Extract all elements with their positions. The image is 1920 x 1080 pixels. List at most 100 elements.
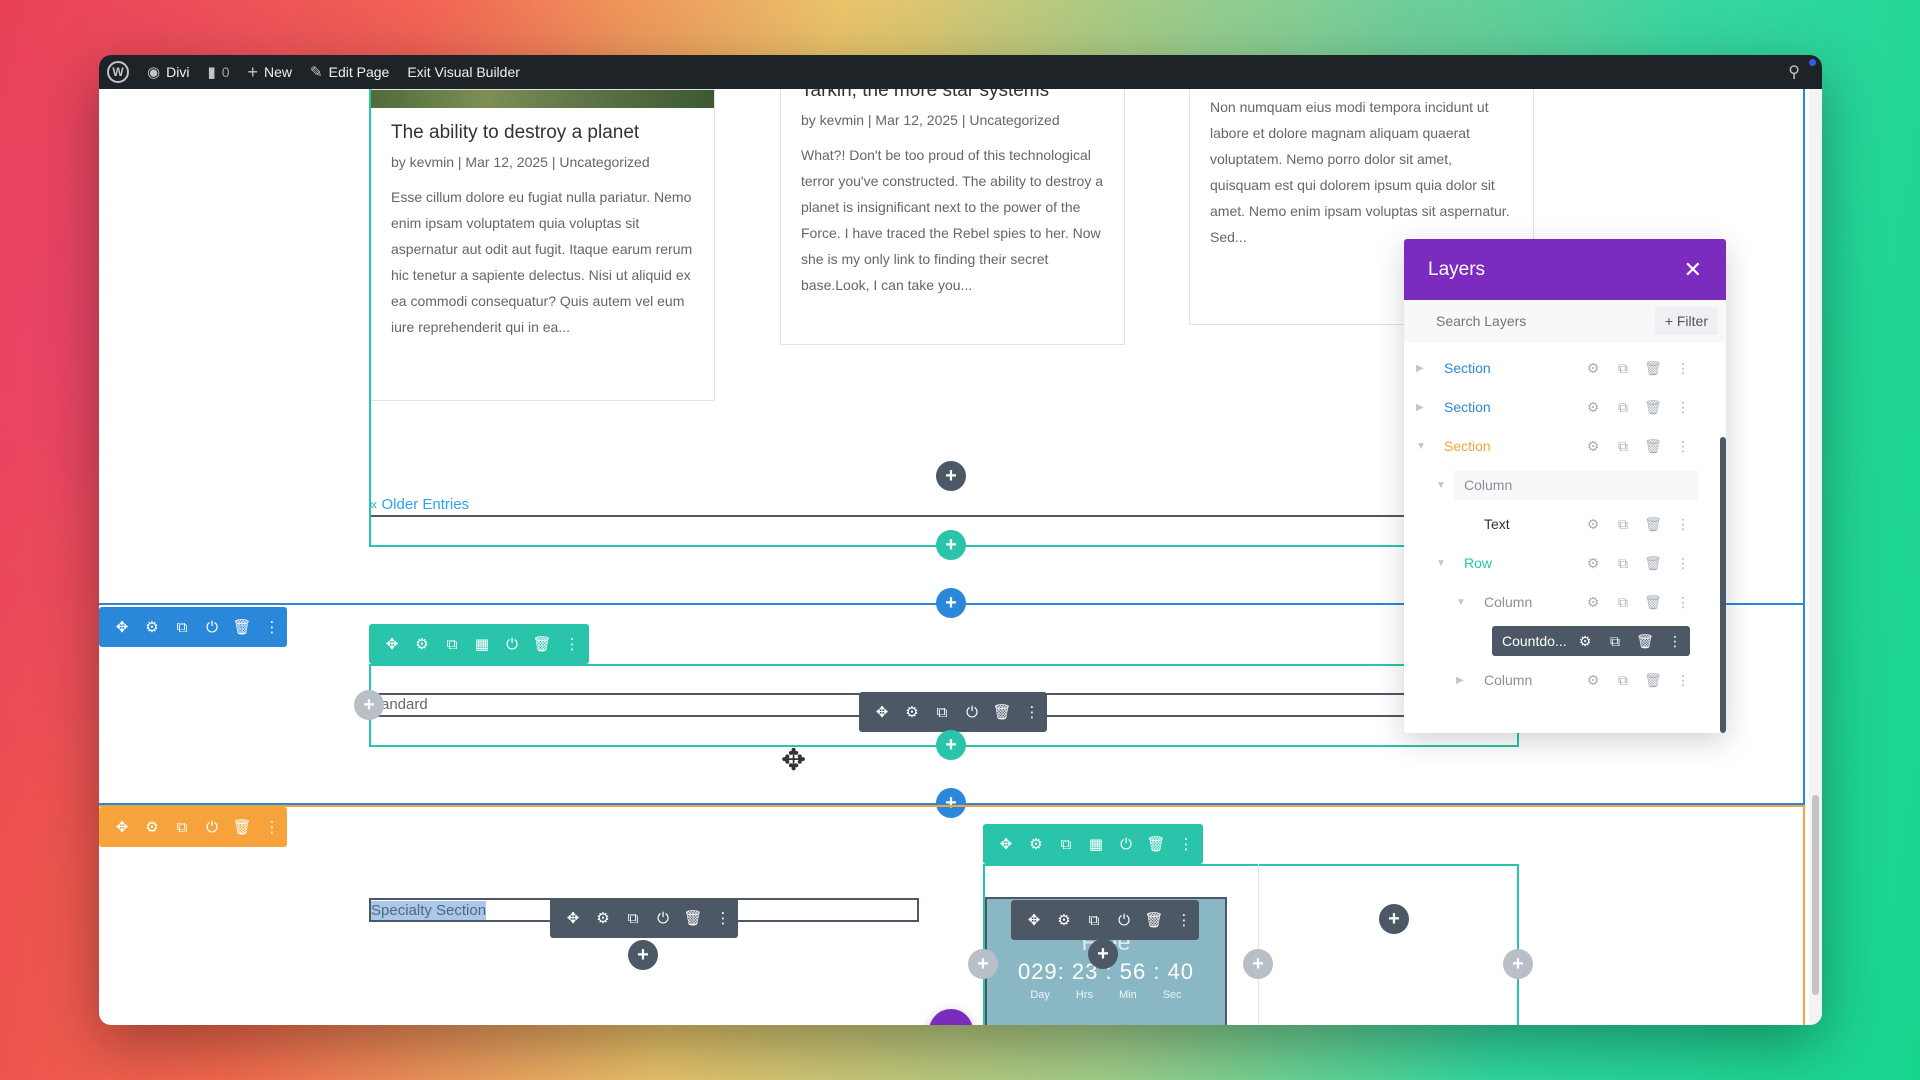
duplicate-icon[interactable]: ⧉ — [1060, 835, 1072, 853]
trash-icon[interactable]: 🗑 — [1644, 593, 1662, 610]
duplicate-icon[interactable]: ⧉ — [1618, 437, 1628, 454]
more-vertical-icon[interactable]: ⋮ — [1178, 835, 1194, 853]
gear-icon[interactable]: ⚙ — [145, 618, 159, 636]
layers-header[interactable]: Layers ✕ — [1404, 239, 1726, 300]
move-icon[interactable]: ✥ — [115, 618, 129, 636]
move-icon[interactable]: ✥ — [999, 835, 1013, 853]
move-icon[interactable]: ✥ — [1027, 911, 1041, 929]
more-vertical-icon[interactable]: ⋮ — [1676, 671, 1690, 688]
trash-icon[interactable]: 🗑 — [232, 618, 252, 636]
collapse-caret-icon[interactable]: ▼ — [1416, 441, 1426, 452]
duplicate-icon[interactable]: ⧉ — [176, 618, 188, 636]
post-title[interactable]: Tarkin, the more star systems — [801, 89, 1050, 101]
older-entries-link[interactable]: « Older Entries — [369, 496, 470, 513]
power-icon[interactable]: ⏻ — [966, 703, 978, 721]
gear-icon[interactable]: ⚙ — [1586, 515, 1600, 532]
power-icon[interactable]: ⏻ — [206, 618, 218, 636]
power-icon[interactable]: ⏻ — [657, 909, 669, 927]
duplicate-icon[interactable]: ⧉ — [1618, 515, 1628, 532]
move-icon[interactable]: ✥ — [875, 703, 889, 721]
trash-icon[interactable]: 🗑 — [992, 703, 1012, 721]
layers-scrollbar[interactable] — [1720, 437, 1726, 733]
expand-caret-icon[interactable]: ▶ — [1416, 402, 1424, 413]
gear-icon[interactable]: ⚙ — [1057, 911, 1071, 929]
add-section-button[interactable]: + — [936, 588, 966, 618]
power-icon[interactable]: ⏻ — [506, 635, 518, 653]
trash-icon[interactable]: 🗑 — [1644, 398, 1662, 415]
columns-icon[interactable]: ▦ — [1088, 835, 1104, 853]
gear-icon[interactable]: ⚙ — [1586, 398, 1600, 415]
layer-item-column[interactable]: Column ⚙⧉🗑⋮ — [1474, 665, 1698, 695]
duplicate-icon[interactable]: ⧉ — [1618, 593, 1628, 610]
duplicate-icon[interactable]: ⧉ — [1618, 359, 1628, 376]
trash-icon[interactable]: 🗑 — [532, 635, 552, 653]
layers-search-input[interactable] — [1436, 313, 1617, 329]
duplicate-icon[interactable]: ⧉ — [1618, 554, 1628, 571]
trash-icon[interactable]: 🗑 — [1644, 359, 1662, 376]
add-column-middle-button[interactable]: + — [1243, 949, 1273, 979]
add-column-left-button[interactable]: + — [354, 690, 384, 720]
duplicate-icon[interactable]: ⧉ — [936, 703, 948, 721]
layer-item-section[interactable]: Section ⚙⧉🗑⋮ — [1434, 431, 1698, 461]
trash-icon[interactable]: 🗑 — [1644, 437, 1662, 454]
add-module-button[interactable]: + — [1379, 904, 1409, 934]
collapse-caret-icon[interactable]: ▼ — [1436, 480, 1446, 491]
move-icon[interactable]: ✥ — [566, 909, 580, 927]
duplicate-icon[interactable]: ⧉ — [1610, 632, 1620, 649]
layer-item-column[interactable]: Column — [1454, 470, 1698, 500]
gear-icon[interactable]: ⚙ — [905, 703, 919, 721]
duplicate-icon[interactable]: ⧉ — [627, 909, 639, 927]
gear-icon[interactable]: ⚙ — [1586, 437, 1600, 454]
trash-icon[interactable]: 🗑 — [1146, 835, 1166, 853]
power-icon[interactable]: ⏻ — [1120, 835, 1132, 853]
move-icon[interactable]: ✥ — [115, 818, 129, 836]
close-icon[interactable]: ✕ — [1683, 256, 1702, 282]
add-section-button[interactable]: + — [936, 788, 966, 818]
more-vertical-icon[interactable]: ⋮ — [564, 635, 580, 653]
gear-icon[interactable]: ⚙ — [1586, 554, 1600, 571]
more-vertical-icon[interactable]: ⋮ — [1176, 911, 1192, 929]
gear-icon[interactable]: ⚙ — [1578, 632, 1592, 649]
layer-item-countdown[interactable]: Countdo... ⚙⧉🗑⋮ — [1492, 626, 1690, 656]
site-name-link[interactable]: ◉ Divi — [147, 63, 189, 81]
more-vertical-icon[interactable]: ⋮ — [1676, 398, 1690, 415]
more-vertical-icon[interactable]: ⋮ — [1676, 593, 1690, 610]
expand-caret-icon[interactable]: ▶ — [1456, 675, 1464, 686]
duplicate-icon[interactable]: ⧉ — [176, 818, 188, 836]
gear-icon[interactable]: ⚙ — [1586, 593, 1600, 610]
more-vertical-icon[interactable]: ⋮ — [1676, 515, 1690, 532]
columns-icon[interactable]: ▦ — [474, 635, 490, 653]
exit-visual-builder-link[interactable]: Exit Visual Builder — [407, 64, 520, 80]
more-vertical-icon[interactable]: ⋮ — [715, 909, 731, 927]
builder-settings-button[interactable]: ••• — [929, 1009, 973, 1025]
gear-icon[interactable]: ⚙ — [596, 909, 610, 927]
duplicate-icon[interactable]: ⧉ — [1618, 398, 1628, 415]
add-module-button[interactable]: + — [628, 940, 658, 970]
power-icon[interactable]: ⏻ — [206, 818, 218, 836]
trash-icon[interactable]: 🗑 — [1644, 515, 1662, 532]
more-vertical-icon[interactable]: ⋮ — [1668, 632, 1682, 649]
add-column-right-button[interactable]: + — [1503, 949, 1533, 979]
layers-filter-button[interactable]: + Filter — [1654, 307, 1718, 335]
expand-caret-icon[interactable]: ▶ — [1416, 363, 1424, 374]
page-scrollbar-thumb[interactable] — [1812, 795, 1819, 995]
trash-icon[interactable]: 🗑 — [1636, 632, 1654, 649]
wp-logo-button[interactable]: W — [107, 61, 129, 83]
comments-link[interactable]: ▮ 0 — [207, 63, 229, 81]
gear-icon[interactable]: ⚙ — [415, 635, 429, 653]
add-row-button[interactable]: + — [936, 530, 966, 560]
duplicate-icon[interactable]: ⧉ — [1088, 911, 1100, 929]
new-content-link[interactable]: + New — [248, 62, 293, 83]
add-column-left-button[interactable]: + — [968, 949, 998, 979]
add-module-button[interactable]: + — [936, 730, 966, 760]
edit-page-link[interactable]: ✎ Edit Page — [310, 63, 389, 81]
search-icon[interactable]: ⚲ — [1788, 64, 1800, 81]
post-featured-image[interactable] — [371, 90, 714, 108]
more-vertical-icon[interactable]: ⋮ — [1676, 437, 1690, 454]
layer-item-row[interactable]: Row ⚙⧉🗑⋮ — [1454, 548, 1698, 578]
duplicate-icon[interactable]: ⧉ — [1618, 671, 1628, 688]
duplicate-icon[interactable]: ⧉ — [446, 635, 458, 653]
add-module-button[interactable]: + — [936, 461, 966, 491]
more-vertical-icon[interactable]: ⋮ — [264, 818, 280, 836]
more-vertical-icon[interactable]: ⋮ — [1024, 703, 1040, 721]
